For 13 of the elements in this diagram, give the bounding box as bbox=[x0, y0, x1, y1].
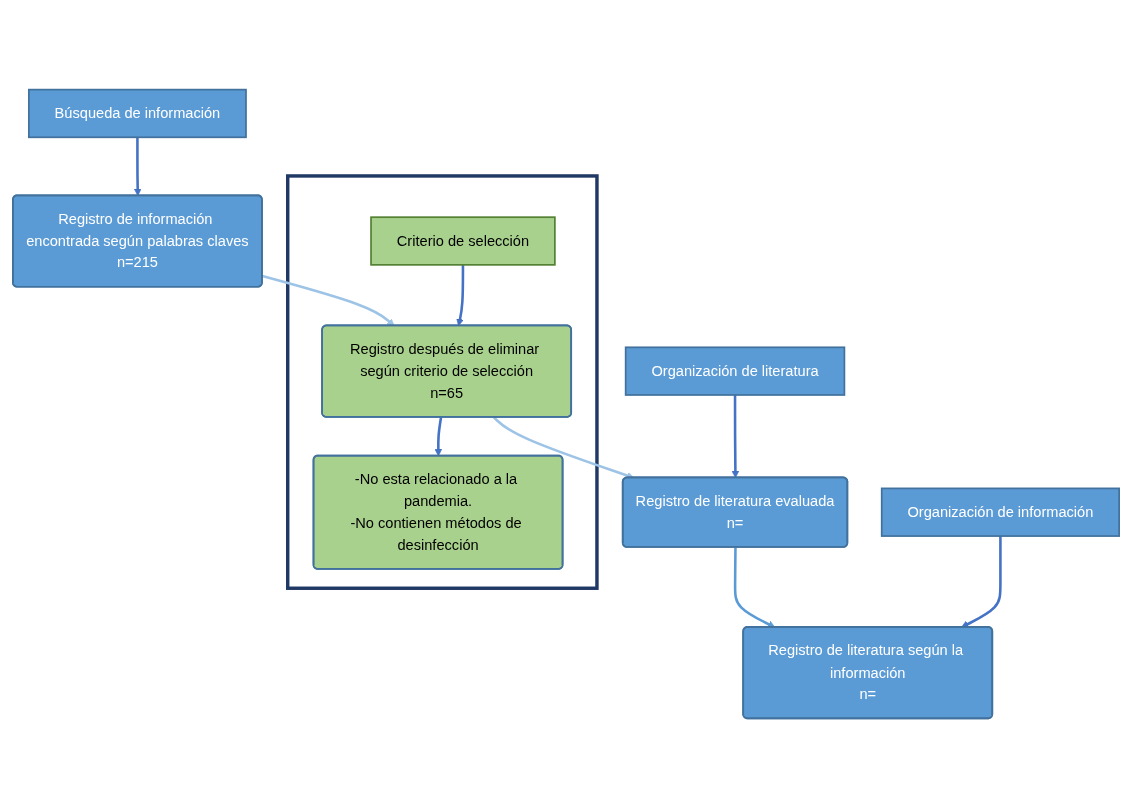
arrow bbox=[262, 274, 395, 326]
cluster bbox=[286, 173, 599, 590]
arrow bbox=[733, 546, 776, 628]
arrow bbox=[434, 416, 443, 456]
node-box: Organización de literatura bbox=[624, 345, 846, 396]
arrow bbox=[456, 264, 465, 326]
arrow bbox=[961, 535, 1002, 628]
arrow bbox=[731, 394, 740, 478]
node-box: Organización de información bbox=[880, 487, 1120, 537]
arrow bbox=[492, 415, 635, 479]
node-box: Criterio de selección bbox=[370, 215, 556, 266]
node-box: Búsqueda de información bbox=[28, 88, 247, 138]
arrow bbox=[133, 136, 142, 196]
